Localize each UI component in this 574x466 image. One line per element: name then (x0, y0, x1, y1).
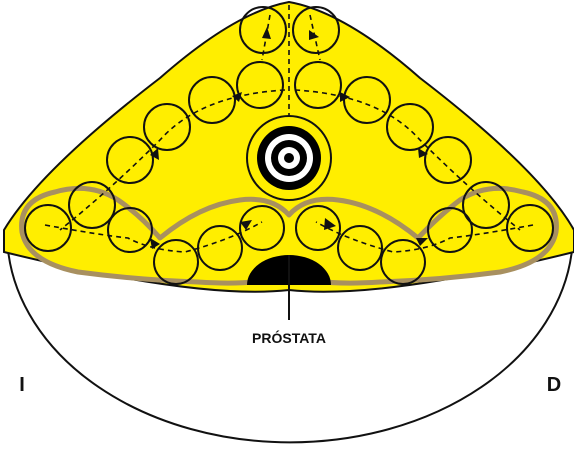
organ-label: PRÓSTATA (252, 329, 326, 346)
concentric-target-icon (247, 116, 331, 200)
right-label: D (547, 374, 561, 396)
left-label: I (19, 374, 25, 396)
